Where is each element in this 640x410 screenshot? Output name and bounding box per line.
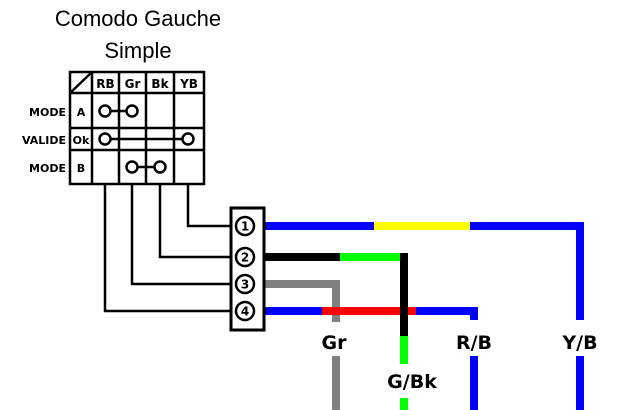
lead-yb-to-pin-1: [186, 184, 242, 228]
column-header-gr: Gr: [125, 77, 141, 91]
lead-rb-to-pin-4: [103, 184, 242, 313]
connector-pin-2: [234, 246, 256, 268]
column-header-rb: RB: [96, 77, 114, 91]
wire-label-gr: Gr: [322, 332, 348, 354]
corner-diagonal: [69, 71, 93, 94]
row-position-b: B: [77, 162, 85, 175]
wire-label-gbk: G/Bk: [387, 371, 437, 393]
connector-pin-label-1: 1: [241, 220, 249, 234]
row-position-ok: Ok: [73, 134, 90, 147]
column-header-bk: Bk: [151, 77, 169, 91]
row-side-label-mode-b: MODE: [29, 162, 66, 175]
contact-b-gr: [125, 160, 139, 174]
contact-a-gr: [125, 104, 139, 118]
row-side-label-mode-a: MODE: [29, 106, 66, 119]
row-position-a: A: [77, 106, 86, 119]
title-line-2: Simple: [104, 38, 171, 63]
connector-block: 1 2 3 4: [229, 206, 266, 332]
lead-bk-to-pin-2: [158, 184, 242, 259]
wire-label-yb: Y/B: [561, 332, 597, 354]
connector-pin-label-2: 2: [241, 251, 249, 265]
connector-pin-1: [234, 215, 256, 237]
connector-pin-3: [234, 273, 256, 295]
title-line-1: Comodo Gauche: [55, 6, 221, 31]
connector-pin-label-4: 4: [241, 305, 249, 319]
switch-table: [68, 70, 206, 186]
connector-pin-label-3: 3: [241, 278, 249, 292]
contact-ok-yb: [181, 132, 195, 146]
connector-pin-4: [234, 300, 256, 322]
row-side-label-valide: VALIDE: [22, 134, 66, 147]
contact-ok-rb: [98, 132, 112, 146]
contact-b-bk: [153, 160, 167, 174]
wire-label-rb: R/B: [456, 332, 492, 354]
column-header-yb: YB: [179, 77, 198, 91]
contact-a-rb: [98, 104, 112, 118]
lead-gr-to-pin-3: [130, 184, 242, 286]
